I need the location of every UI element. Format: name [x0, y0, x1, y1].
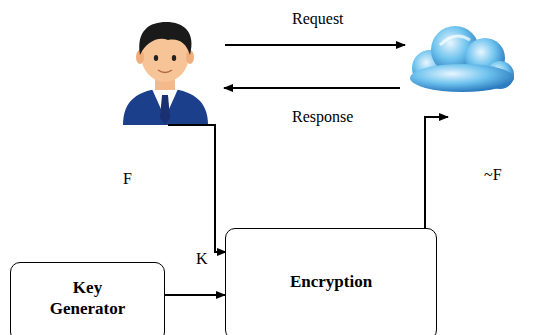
upload-line	[425, 117, 448, 229]
user-icon	[123, 22, 208, 125]
response-arrow	[224, 87, 400, 89]
file-line	[168, 125, 226, 252]
text-label: K	[196, 250, 208, 268]
request-arrow	[225, 44, 405, 46]
process-box: Key Generator	[10, 262, 165, 335]
box-label: Encryption	[236, 271, 426, 292]
text-label: Response	[292, 108, 353, 126]
text-label: Request	[292, 10, 344, 28]
connector-arrow	[165, 294, 225, 296]
process-box: Encryption	[225, 228, 437, 335]
text-label: ~F	[484, 166, 502, 184]
text-label: F	[123, 170, 132, 188]
box-label: Key Generator	[38, 277, 138, 320]
cloud-icon	[410, 26, 514, 92]
